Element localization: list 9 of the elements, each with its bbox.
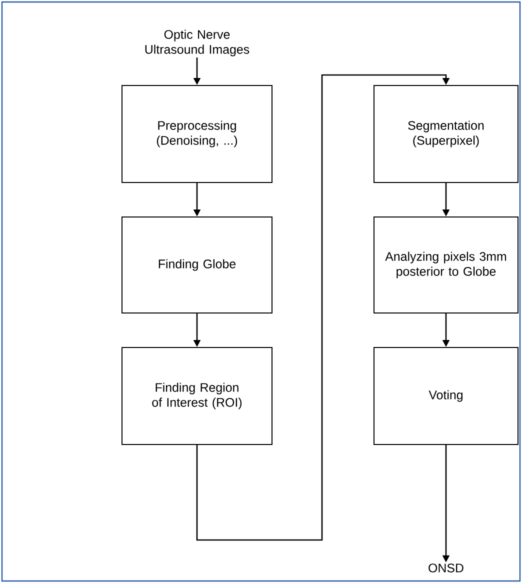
process-box: Segmentation (Superpixel) (374, 85, 518, 183)
process-box: Preprocessing (Denoising, ...) (122, 85, 272, 183)
process-box: Finding Globe (122, 216, 272, 314)
process-box: Voting (374, 347, 518, 445)
process-box: Analyzing pixels 3mm posterior to Globe (374, 216, 518, 314)
flow-text: Optic Nerve Ultrasound Images (145, 30, 250, 56)
process-box: Finding Region of Interest (ROI) (122, 347, 272, 445)
flow-text: ONSD (428, 564, 464, 572)
arrow (196, 74, 450, 541)
